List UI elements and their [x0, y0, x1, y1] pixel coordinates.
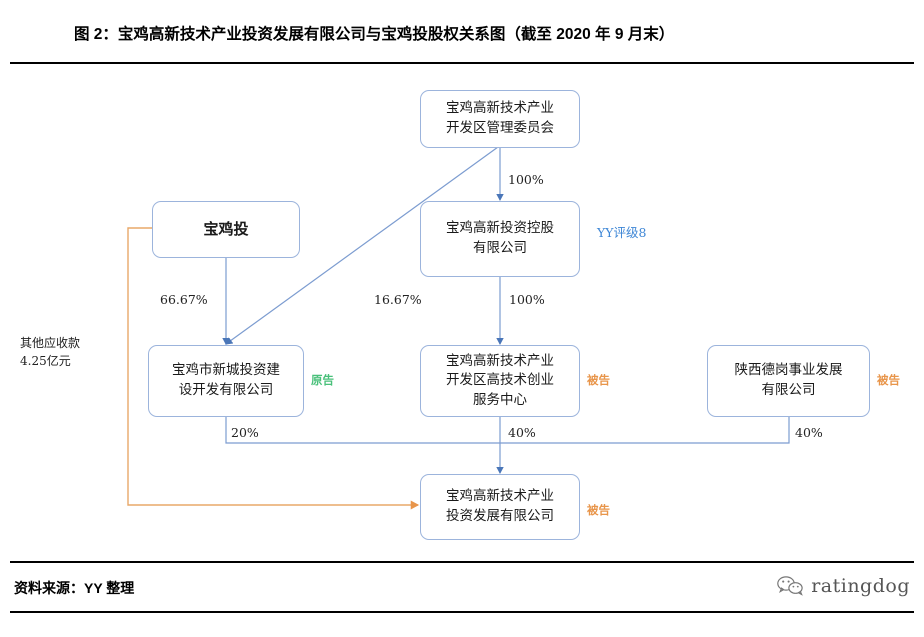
- node-degang[interactable]: 陕西德岗事业发展 有限公司: [707, 345, 870, 417]
- node-guanweihui[interactable]: 宝鸡高新技术产业 开发区管理委员会: [420, 90, 580, 148]
- edge-degang-bus: [500, 417, 790, 444]
- edge-label-66-67: 66.67%: [160, 292, 208, 307]
- receivable-note-line1: 其他应收款: [20, 336, 81, 350]
- status-badge-defendant-degang: 被告: [877, 373, 900, 387]
- figure-title: 图 2：宝鸡高新技术产业投资发展有限公司与宝鸡投股权关系图（截至 2020 年 …: [74, 26, 675, 43]
- node-chuangye[interactable]: 宝鸡高新技术产业 开发区高技术创业 服务中心: [420, 345, 580, 417]
- header-divider: [10, 62, 914, 64]
- edge-label-40-right: 40%: [795, 425, 823, 440]
- status-badge-defendant-chuangye: 被告: [587, 373, 610, 387]
- wechat-icon: [777, 576, 804, 596]
- node-konggu-label: 宝鸡高新投资控股 有限公司: [446, 220, 554, 256]
- edge-baojitou-touzifazhan-receivable: [127, 227, 420, 510]
- receivable-note-line2: 4.25亿元: [20, 354, 71, 368]
- status-badge-defendant-touzifazhan: 被告: [587, 503, 610, 517]
- footer-divider-bottom: [10, 611, 914, 613]
- rating-badge: YY评级8: [597, 225, 647, 240]
- node-konggu[interactable]: 宝鸡高新投资控股 有限公司: [420, 201, 580, 277]
- edge-label-16-67: 16.67%: [374, 292, 422, 307]
- edge-xincheng-bus: [225, 417, 500, 444]
- node-degang-label: 陕西德岗事业发展 有限公司: [734, 362, 843, 398]
- edge-label-100-top: 100%: [508, 172, 544, 187]
- brand-name: ratingdog: [811, 575, 910, 597]
- node-chuangye-label: 宝鸡高新技术产业 开发区高技术创业 服务中心: [446, 352, 554, 408]
- edge-label-40-mid: 40%: [508, 425, 536, 440]
- edge-label-20: 20%: [231, 425, 259, 440]
- node-xincheng[interactable]: 宝鸡市新城投资建 设开发有限公司: [148, 345, 304, 417]
- edge-guanweihui-xincheng: [225, 146, 499, 345]
- connector-layer: [127, 146, 790, 510]
- node-guanweihui-label: 宝鸡高新技术产业 开发区管理委员会: [446, 100, 554, 136]
- receivable-note: 其他应收款 4.25亿元: [20, 334, 80, 370]
- edge-label-100-bottom: 100%: [509, 292, 545, 307]
- diagram-canvas: 宝鸡高新技术产业 开发区管理委员会 宝鸡投 宝鸡高新投资控股 有限公司 宝鸡市新…: [0, 62, 924, 561]
- source-note: 资料来源：YY 整理: [14, 580, 135, 596]
- node-touzifazhan-label: 宝鸡高新技术产业 投资发展有限公司: [446, 488, 554, 524]
- node-xincheng-label: 宝鸡市新城投资建 设开发有限公司: [172, 362, 280, 398]
- footer-divider-top: [10, 561, 914, 563]
- node-baojitou-label: 宝鸡投: [203, 219, 249, 238]
- node-touzifazhan[interactable]: 宝鸡高新技术产业 投资发展有限公司: [420, 474, 580, 540]
- node-baojitou[interactable]: 宝鸡投: [152, 201, 300, 258]
- status-badge-plaintiff-xincheng: 原告: [311, 373, 334, 387]
- brand-watermark: ratingdog: [776, 574, 910, 598]
